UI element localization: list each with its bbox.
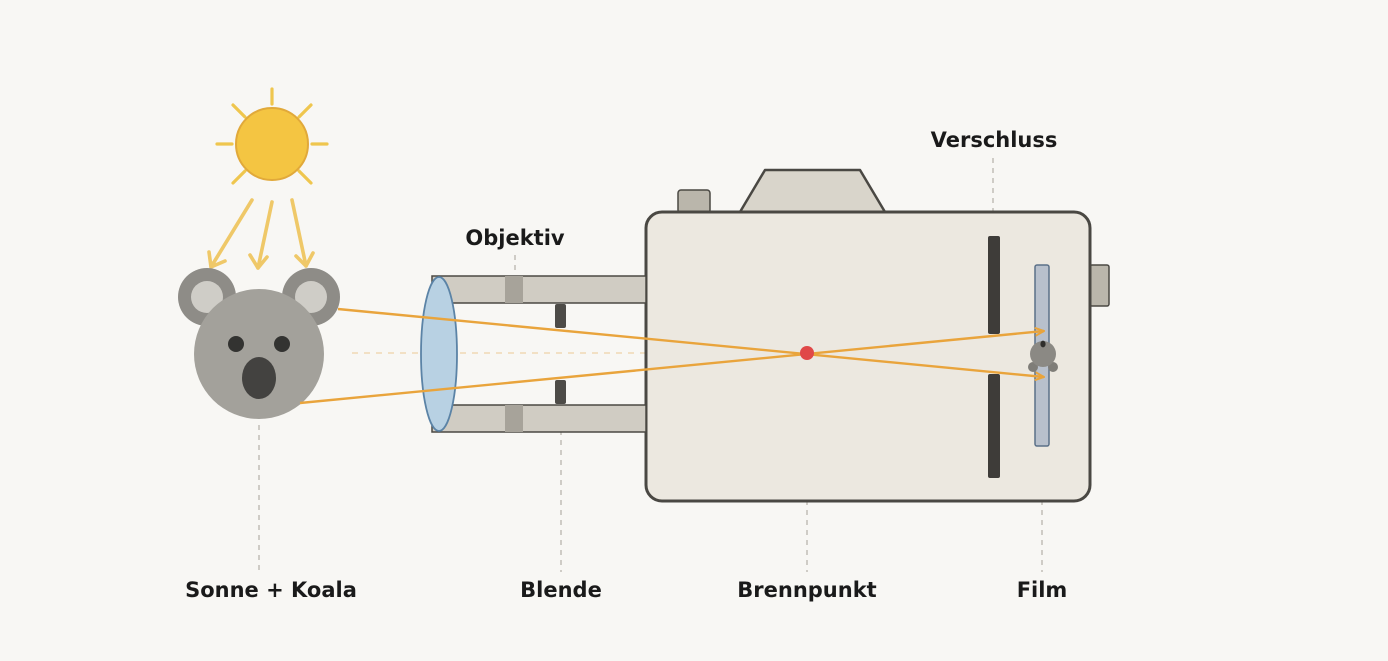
focal-point [800, 346, 814, 360]
light-ray-bottom [299, 331, 1044, 405]
koala-icon [178, 268, 340, 419]
sun-icon [215, 87, 329, 185]
lens-barrel [431, 275, 647, 433]
camera-icon [644, 168, 1110, 503]
label-objektiv: Objektiv [465, 226, 565, 250]
label-film: Film [1017, 578, 1068, 602]
sunlight-arrows [207, 198, 315, 270]
aperture-blade-bottom [555, 380, 566, 404]
label-sonne-koala: Sonne + Koala [185, 578, 357, 602]
lens-icon [420, 276, 458, 432]
aperture-blade-top [555, 304, 566, 328]
label-brennpunkt: Brennpunkt [737, 578, 876, 602]
shutter [988, 236, 1000, 478]
label-verschluss: Verschluss [931, 128, 1058, 152]
light-ray-top [337, 307, 1044, 377]
label-blende: Blende [520, 578, 602, 602]
small-koala-image-icon [1028, 340, 1058, 372]
